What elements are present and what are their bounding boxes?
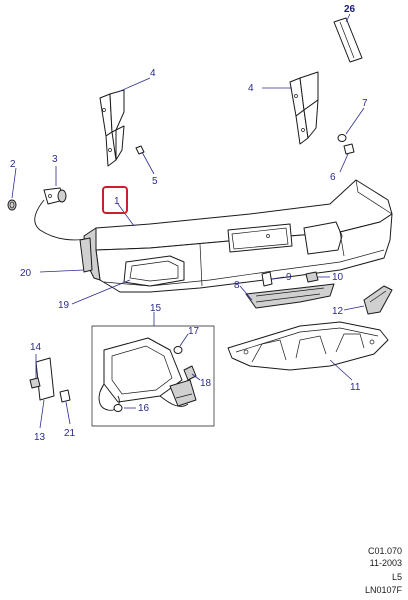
part-3-sensor (34, 187, 89, 241)
part-1-bumper-cover (83, 179, 393, 293)
callout-18: 18 (200, 378, 212, 389)
callout-labels: 26 4 4 5 7 6 2 3 1 20 19 8 9 10 12 11 15… (10, 4, 368, 443)
part-10-bolt (305, 271, 319, 283)
callout-17: 17 (188, 326, 200, 337)
part-14-pad (29, 377, 41, 389)
callout-1: 1 (114, 196, 120, 207)
callout-6: 6 (330, 172, 336, 183)
part-21-screw (59, 389, 71, 403)
part-4-bracket-left (99, 89, 125, 167)
part-8-lower-grille (245, 283, 335, 309)
callout-4-right: 4 (248, 83, 254, 94)
part-6-bolt (343, 143, 355, 155)
callout-11: 11 (350, 382, 361, 393)
callout-21: 21 (64, 428, 76, 439)
part-7-nut (337, 134, 347, 142)
part-20-end-bracket (79, 237, 93, 273)
diagram-reference-code: C01.070 (367, 546, 402, 556)
callout-20: 20 (20, 268, 32, 279)
callout-5: 5 (152, 176, 158, 187)
callout-9: 9 (286, 272, 292, 283)
callout-16: 16 (138, 403, 150, 414)
callout-10: 10 (332, 272, 344, 283)
diagram-level: L5 (391, 572, 402, 582)
callout-26: 26 (344, 4, 356, 15)
part-9-clip (261, 271, 273, 287)
callout-19: 19 (58, 300, 70, 311)
callout-7: 7 (362, 98, 368, 109)
diagram-id: LN0107F (364, 585, 402, 595)
part-12-reflector (363, 285, 393, 315)
part-15-fog-lamp-kit-box (91, 325, 215, 427)
callout-14: 14 (30, 342, 42, 353)
part-2-grommet (7, 199, 17, 211)
callout-2: 2 (10, 159, 16, 170)
leader-lines (11, 13, 365, 429)
part-13-mounting-plate (35, 357, 55, 401)
callout-1-highlight-box (102, 186, 128, 214)
callout-8: 8 (234, 280, 240, 291)
part-11-undertray (227, 321, 389, 371)
callout-3: 3 (52, 154, 58, 165)
callout-12: 12 (332, 306, 344, 317)
callout-15: 15 (150, 303, 162, 314)
part-4-bracket-right (289, 71, 319, 145)
part-26-trim-strip (333, 17, 363, 63)
diagram-date: 11-2003 (369, 558, 402, 568)
callout-13: 13 (34, 432, 46, 443)
callout-4-left: 4 (150, 68, 156, 79)
